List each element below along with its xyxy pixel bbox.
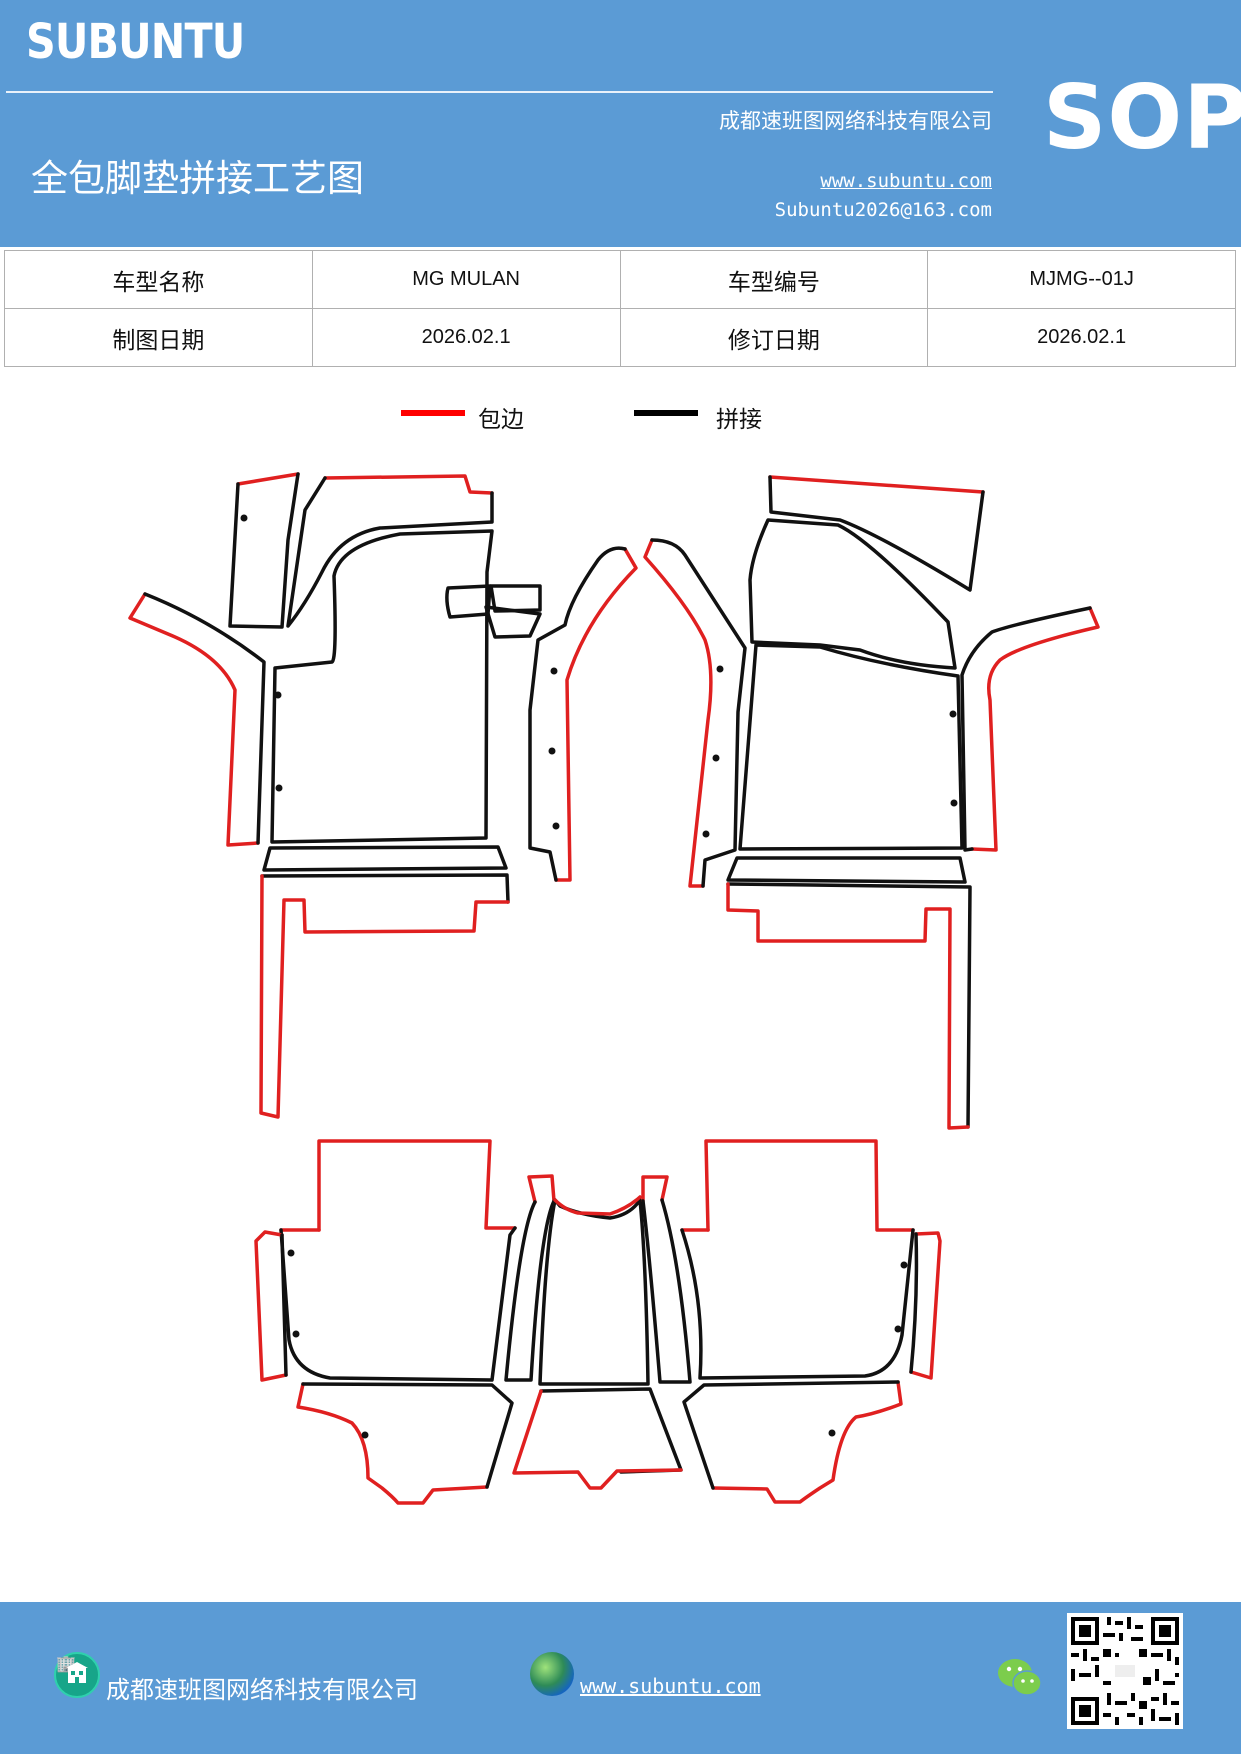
wechat-icon bbox=[996, 1656, 1044, 1704]
model-name-label: 车型名称 bbox=[4, 250, 313, 309]
front-right-mat bbox=[726, 475, 1100, 1130]
model-code-value: MJMG--01J bbox=[927, 250, 1236, 309]
sop-badge: SOP bbox=[1043, 66, 1241, 169]
front-left-mat bbox=[128, 472, 542, 1119]
revision-date-label: 修订日期 bbox=[619, 308, 929, 367]
document-title: 全包脚垫拼接工艺图 bbox=[31, 157, 364, 200]
rear-left-mat bbox=[254, 1139, 517, 1505]
rear-center-bottom-piece bbox=[512, 1387, 683, 1490]
header-banner: SUBUNTU 成都速班图网络科技有限公司 全包脚垫拼接工艺图 www.subu… bbox=[0, 0, 1241, 247]
footer-banner: 成都速班图网络科技有限公司 www.subuntu.com bbox=[0, 1602, 1241, 1754]
front-center-left-strip bbox=[528, 546, 638, 882]
legend-label-seam: 拼接 bbox=[716, 407, 762, 433]
legend-swatch-edge bbox=[401, 410, 465, 416]
drawing-date-label: 制图日期 bbox=[4, 308, 313, 367]
footer-company-name: 成都速班图网络科技有限公司 bbox=[106, 1676, 418, 1704]
legend: 包边 拼接 bbox=[0, 398, 1241, 438]
model-name-value: MG MULAN bbox=[311, 250, 621, 309]
model-info-table: 车型名称 MG MULAN 车型编号 MJMG--01J 制图日期 2026.0… bbox=[4, 250, 1236, 367]
legend-swatch-seam bbox=[634, 410, 698, 416]
header-company-name: 成都速班图网络科技有限公司 bbox=[719, 109, 992, 133]
qr-code bbox=[1067, 1613, 1183, 1729]
rear-right-mat bbox=[641, 1139, 942, 1504]
model-code-label: 车型编号 bbox=[619, 250, 929, 309]
header-divider bbox=[6, 91, 993, 93]
table-row: 车型名称 MG MULAN 车型编号 MJMG--01J bbox=[4, 250, 1236, 309]
revision-date-value: 2026.02.1 bbox=[927, 308, 1236, 367]
globe-icon bbox=[530, 1652, 574, 1696]
drawing-date-value: 2026.02.1 bbox=[311, 308, 621, 367]
front-center-right-strip bbox=[643, 538, 747, 888]
footer-website-link[interactable]: www.subuntu.com bbox=[580, 1674, 761, 1698]
building-icon bbox=[54, 1652, 100, 1698]
rear-center-left-strips bbox=[504, 1174, 650, 1386]
legend-label-edge: 包边 bbox=[478, 407, 524, 433]
floor-mat-diagram bbox=[128, 472, 1100, 1505]
header-email: Subuntu2026@163.com bbox=[774, 199, 992, 221]
brand-logo: SUBUNTU bbox=[26, 14, 245, 70]
header-website-link[interactable]: www.subuntu.com bbox=[820, 170, 992, 192]
table-row: 制图日期 2026.02.1 修订日期 2026.02.1 bbox=[4, 308, 1236, 367]
